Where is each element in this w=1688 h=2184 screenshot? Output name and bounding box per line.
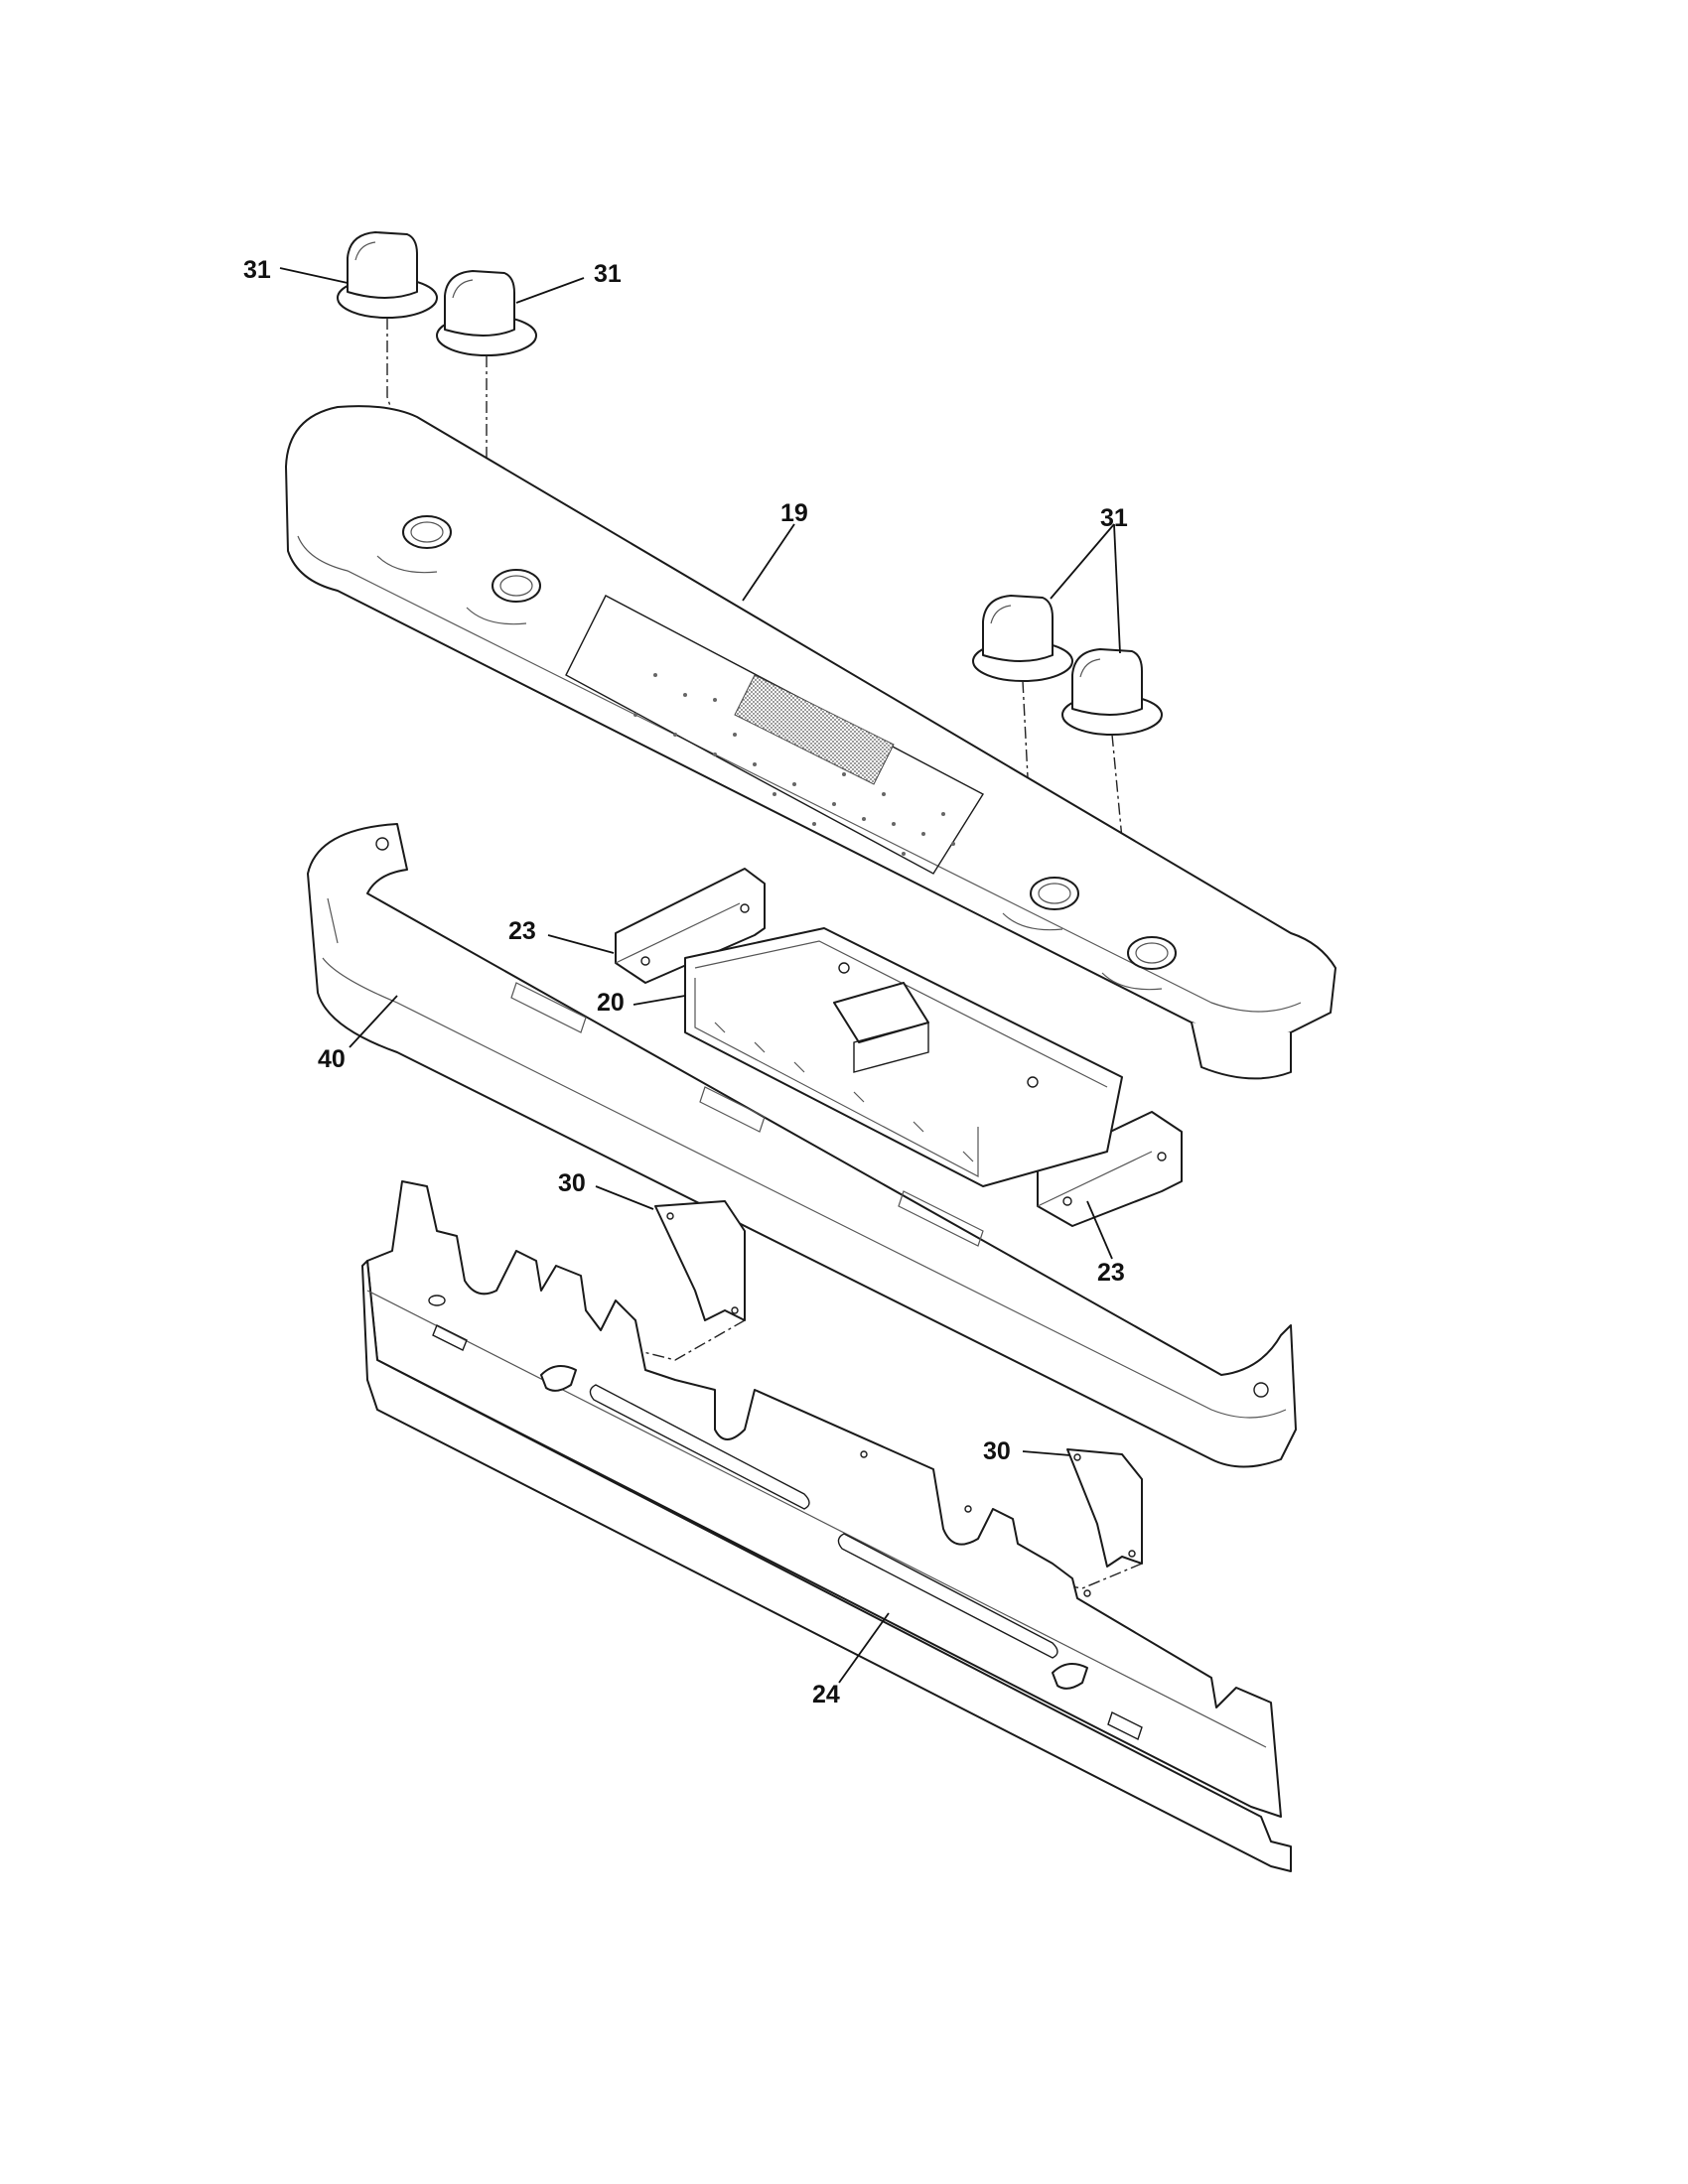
leader-line: [515, 277, 585, 304]
trim-panel: [307, 823, 1297, 1468]
keypad-keys: [633, 673, 955, 856]
leader-line: [838, 1612, 890, 1684]
leader-line: [279, 267, 349, 284]
callout-support-bracket-lower: 30: [983, 1437, 1011, 1465]
callout-control-panel: 19: [780, 499, 808, 527]
callout-board-bracket-right: 23: [1097, 1259, 1125, 1287]
knob-top-center: [436, 270, 537, 356]
callout-knob-top-left: 31: [243, 256, 271, 284]
leader-line: [547, 934, 615, 954]
board-bracket-right: [1037, 1111, 1183, 1227]
leader-line: [633, 995, 686, 1006]
leader-line: [349, 995, 398, 1048]
callout-backguard-frame: 24: [812, 1681, 840, 1708]
leader-line: [742, 523, 795, 602]
knob-right-a: [972, 595, 1073, 682]
support-bracket-lower: [1066, 1448, 1143, 1568]
board-bracket-left: [615, 868, 766, 984]
callout-board-bracket-left: 23: [508, 917, 536, 945]
knob-top-left: [337, 231, 438, 319]
callout-knob-right: 31: [1100, 504, 1128, 532]
leader-line: [1113, 523, 1121, 654]
callout-support-bracket-upper: 30: [558, 1169, 586, 1197]
callout-knob-top-center: 31: [594, 260, 622, 288]
leader-line: [1050, 523, 1115, 600]
leader-line: [1022, 1450, 1071, 1456]
assembly-line: [634, 1319, 746, 1361]
control-panel: [285, 405, 1336, 1080]
leader-line: [1086, 1200, 1113, 1260]
callout-trim-panel: 40: [318, 1045, 346, 1073]
knob-right-b: [1061, 648, 1163, 736]
callout-control-board: 20: [597, 989, 625, 1017]
support-bracket-upper: [654, 1200, 746, 1321]
control-board: [684, 927, 1123, 1187]
leader-line: [595, 1185, 654, 1210]
backguard-frame: [361, 1180, 1292, 1872]
